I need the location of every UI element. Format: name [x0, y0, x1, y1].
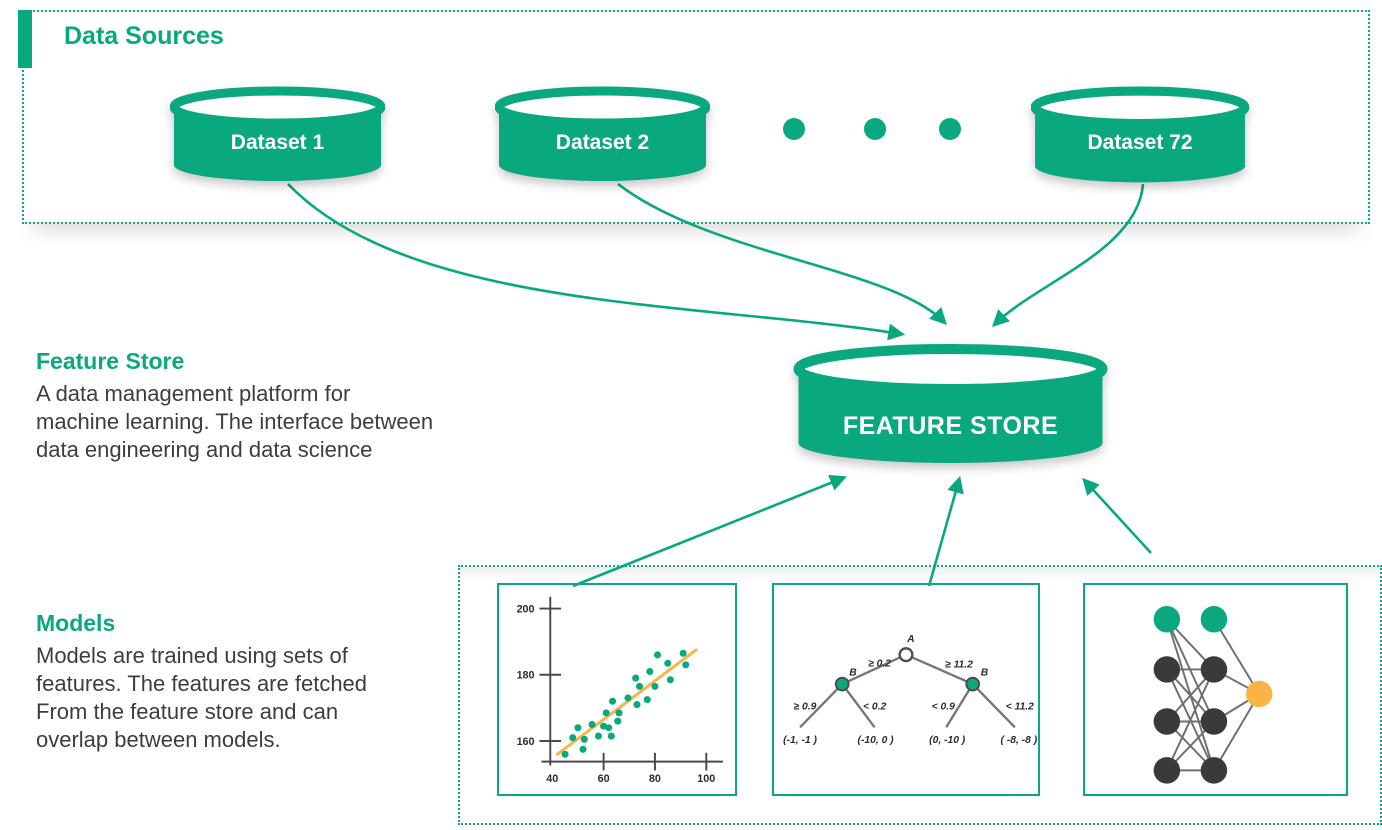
tree-right-node	[965, 676, 981, 692]
tree-edge-label: < 0.2	[863, 702, 886, 713]
nn-node-green	[1153, 606, 1181, 633]
feature-store-text-block: Feature Store A data management platform…	[36, 348, 433, 464]
nn-node-dark	[1200, 656, 1228, 683]
scatter-point	[588, 720, 596, 728]
models-description-line: features. The features are fetched	[36, 671, 368, 696]
tree-leaf-label: ( -8, -8 )	[1001, 735, 1038, 746]
scatter-point	[682, 661, 690, 669]
nn-node-dark	[1153, 656, 1181, 683]
dataset-72-cylinder[interactable]: Dataset 72	[1031, 85, 1249, 185]
scatter-point	[651, 682, 659, 690]
models-description-line: overlap between models.	[36, 727, 281, 752]
tree-left-node	[834, 676, 850, 692]
nn-node-dark	[1153, 708, 1181, 735]
nn-node-dark	[1200, 757, 1228, 784]
models-heading: Models	[36, 610, 116, 636]
scatter-point	[643, 696, 651, 704]
nn-node-orange	[1245, 680, 1273, 708]
scatter-point	[636, 682, 644, 690]
scatter-point	[607, 732, 615, 740]
scatter-point	[579, 745, 587, 753]
ellipsis-dot	[939, 118, 961, 140]
data-sources-title: Data Sources	[64, 22, 224, 50]
dataset-2-label: Dataset 2	[555, 131, 650, 154]
feature-store-description-line: A data management platform for	[36, 381, 351, 406]
nn-node-dark	[1153, 757, 1181, 784]
scatter-point	[605, 724, 613, 732]
svg-text:180: 180	[517, 670, 535, 682]
scatter-point	[679, 649, 687, 657]
scatter-point	[561, 750, 569, 758]
tree-edge-label: ≥ 0.9	[794, 702, 817, 713]
tree-left-node-label: B	[849, 667, 857, 678]
ellipsis-dot	[783, 118, 805, 140]
nn-node-green	[1200, 606, 1228, 633]
database-icon	[793, 344, 1108, 463]
tree-edge-label: < 0.9	[932, 702, 955, 713]
svg-text:160: 160	[517, 736, 535, 748]
scatter-point	[580, 735, 588, 743]
models-description-line: Models are trained using sets of	[36, 643, 348, 668]
dataset-2-cylinder[interactable]: Dataset 2	[495, 85, 710, 185]
scatter-point	[653, 651, 662, 659]
scatter-point	[614, 717, 622, 725]
dataset-72-label: Dataset 72	[1087, 131, 1193, 154]
scatter-point	[594, 732, 602, 740]
tree-right-node-label: B	[981, 667, 989, 678]
scatter-point	[615, 709, 623, 717]
scatter-point	[574, 724, 582, 732]
feature-store-cylinder[interactable]: FEATURE STORE	[793, 342, 1108, 470]
tree-leaf-label: (0, -10 )	[929, 735, 966, 746]
tree-edge-label: < 11.2	[1006, 702, 1034, 713]
tree-edge-label: ≥ 0.2	[868, 658, 891, 669]
scatter-point	[609, 697, 617, 705]
models-text-block: Models Models are trained using sets of …	[36, 610, 367, 754]
nn-model-card[interactable]	[1083, 583, 1348, 796]
accent-bar	[18, 10, 32, 68]
scatter-model-card[interactable]: 160 180 200 40 60 80 100	[497, 583, 737, 796]
models-description-line: From the feature store and can	[36, 699, 339, 724]
tree-leaf-label: (-1, -1 )	[783, 735, 817, 746]
feature-store-label: FEATURE STORE	[842, 412, 1059, 440]
scatter-point	[666, 676, 674, 684]
tree-root-label: A	[906, 634, 914, 645]
arrow-nn-to-featurestore	[1082, 477, 1152, 554]
tree-root-node	[898, 647, 914, 663]
feature-store-description-line: machine learning. The interface between	[36, 409, 434, 434]
database-icon	[495, 86, 710, 181]
models-panel: 160 180 200 40 60 80 100 A B B ≥ 0.2 ≥ 11.2 ≥ …	[458, 565, 1382, 825]
svg-text:200: 200	[517, 603, 535, 615]
svg-text:60: 60	[598, 773, 610, 785]
scatter-point	[664, 659, 672, 667]
tree-model-card[interactable]: A B B ≥ 0.2 ≥ 11.2 ≥ 0.9 < 0.2 < 0.9 < 1…	[772, 583, 1040, 796]
feature-store-heading: Feature Store	[36, 348, 185, 374]
scatter-plot-icon: 160 180 200 40 60 80 100	[517, 596, 723, 785]
tree-leaf-label: (-10, 0 )	[858, 735, 895, 746]
database-icon	[1031, 86, 1249, 183]
tree-edge-label: ≥ 11.2	[945, 659, 973, 670]
decision-tree-icon: A B B ≥ 0.2 ≥ 11.2 ≥ 0.9 < 0.2 < 0.9 < 1…	[783, 634, 1038, 746]
svg-text:100: 100	[697, 773, 715, 785]
nn-node-dark	[1200, 708, 1228, 735]
scatter-point	[633, 701, 641, 709]
scatter-point	[646, 667, 654, 676]
scatter-point	[632, 674, 640, 682]
neural-network-icon	[1153, 606, 1273, 784]
scatter-point	[569, 734, 577, 742]
svg-text:80: 80	[649, 773, 661, 785]
database-icon	[170, 86, 385, 181]
scatter-point	[624, 694, 632, 702]
svg-text:40: 40	[546, 773, 558, 785]
dataset-1-label: Dataset 1	[230, 131, 325, 154]
feature-store-description-line: data engineering and data science	[36, 437, 373, 462]
dataset-1-cylinder[interactable]: Dataset 1	[170, 85, 385, 185]
ellipsis-dot	[864, 118, 886, 140]
scatter-point	[602, 709, 610, 717]
